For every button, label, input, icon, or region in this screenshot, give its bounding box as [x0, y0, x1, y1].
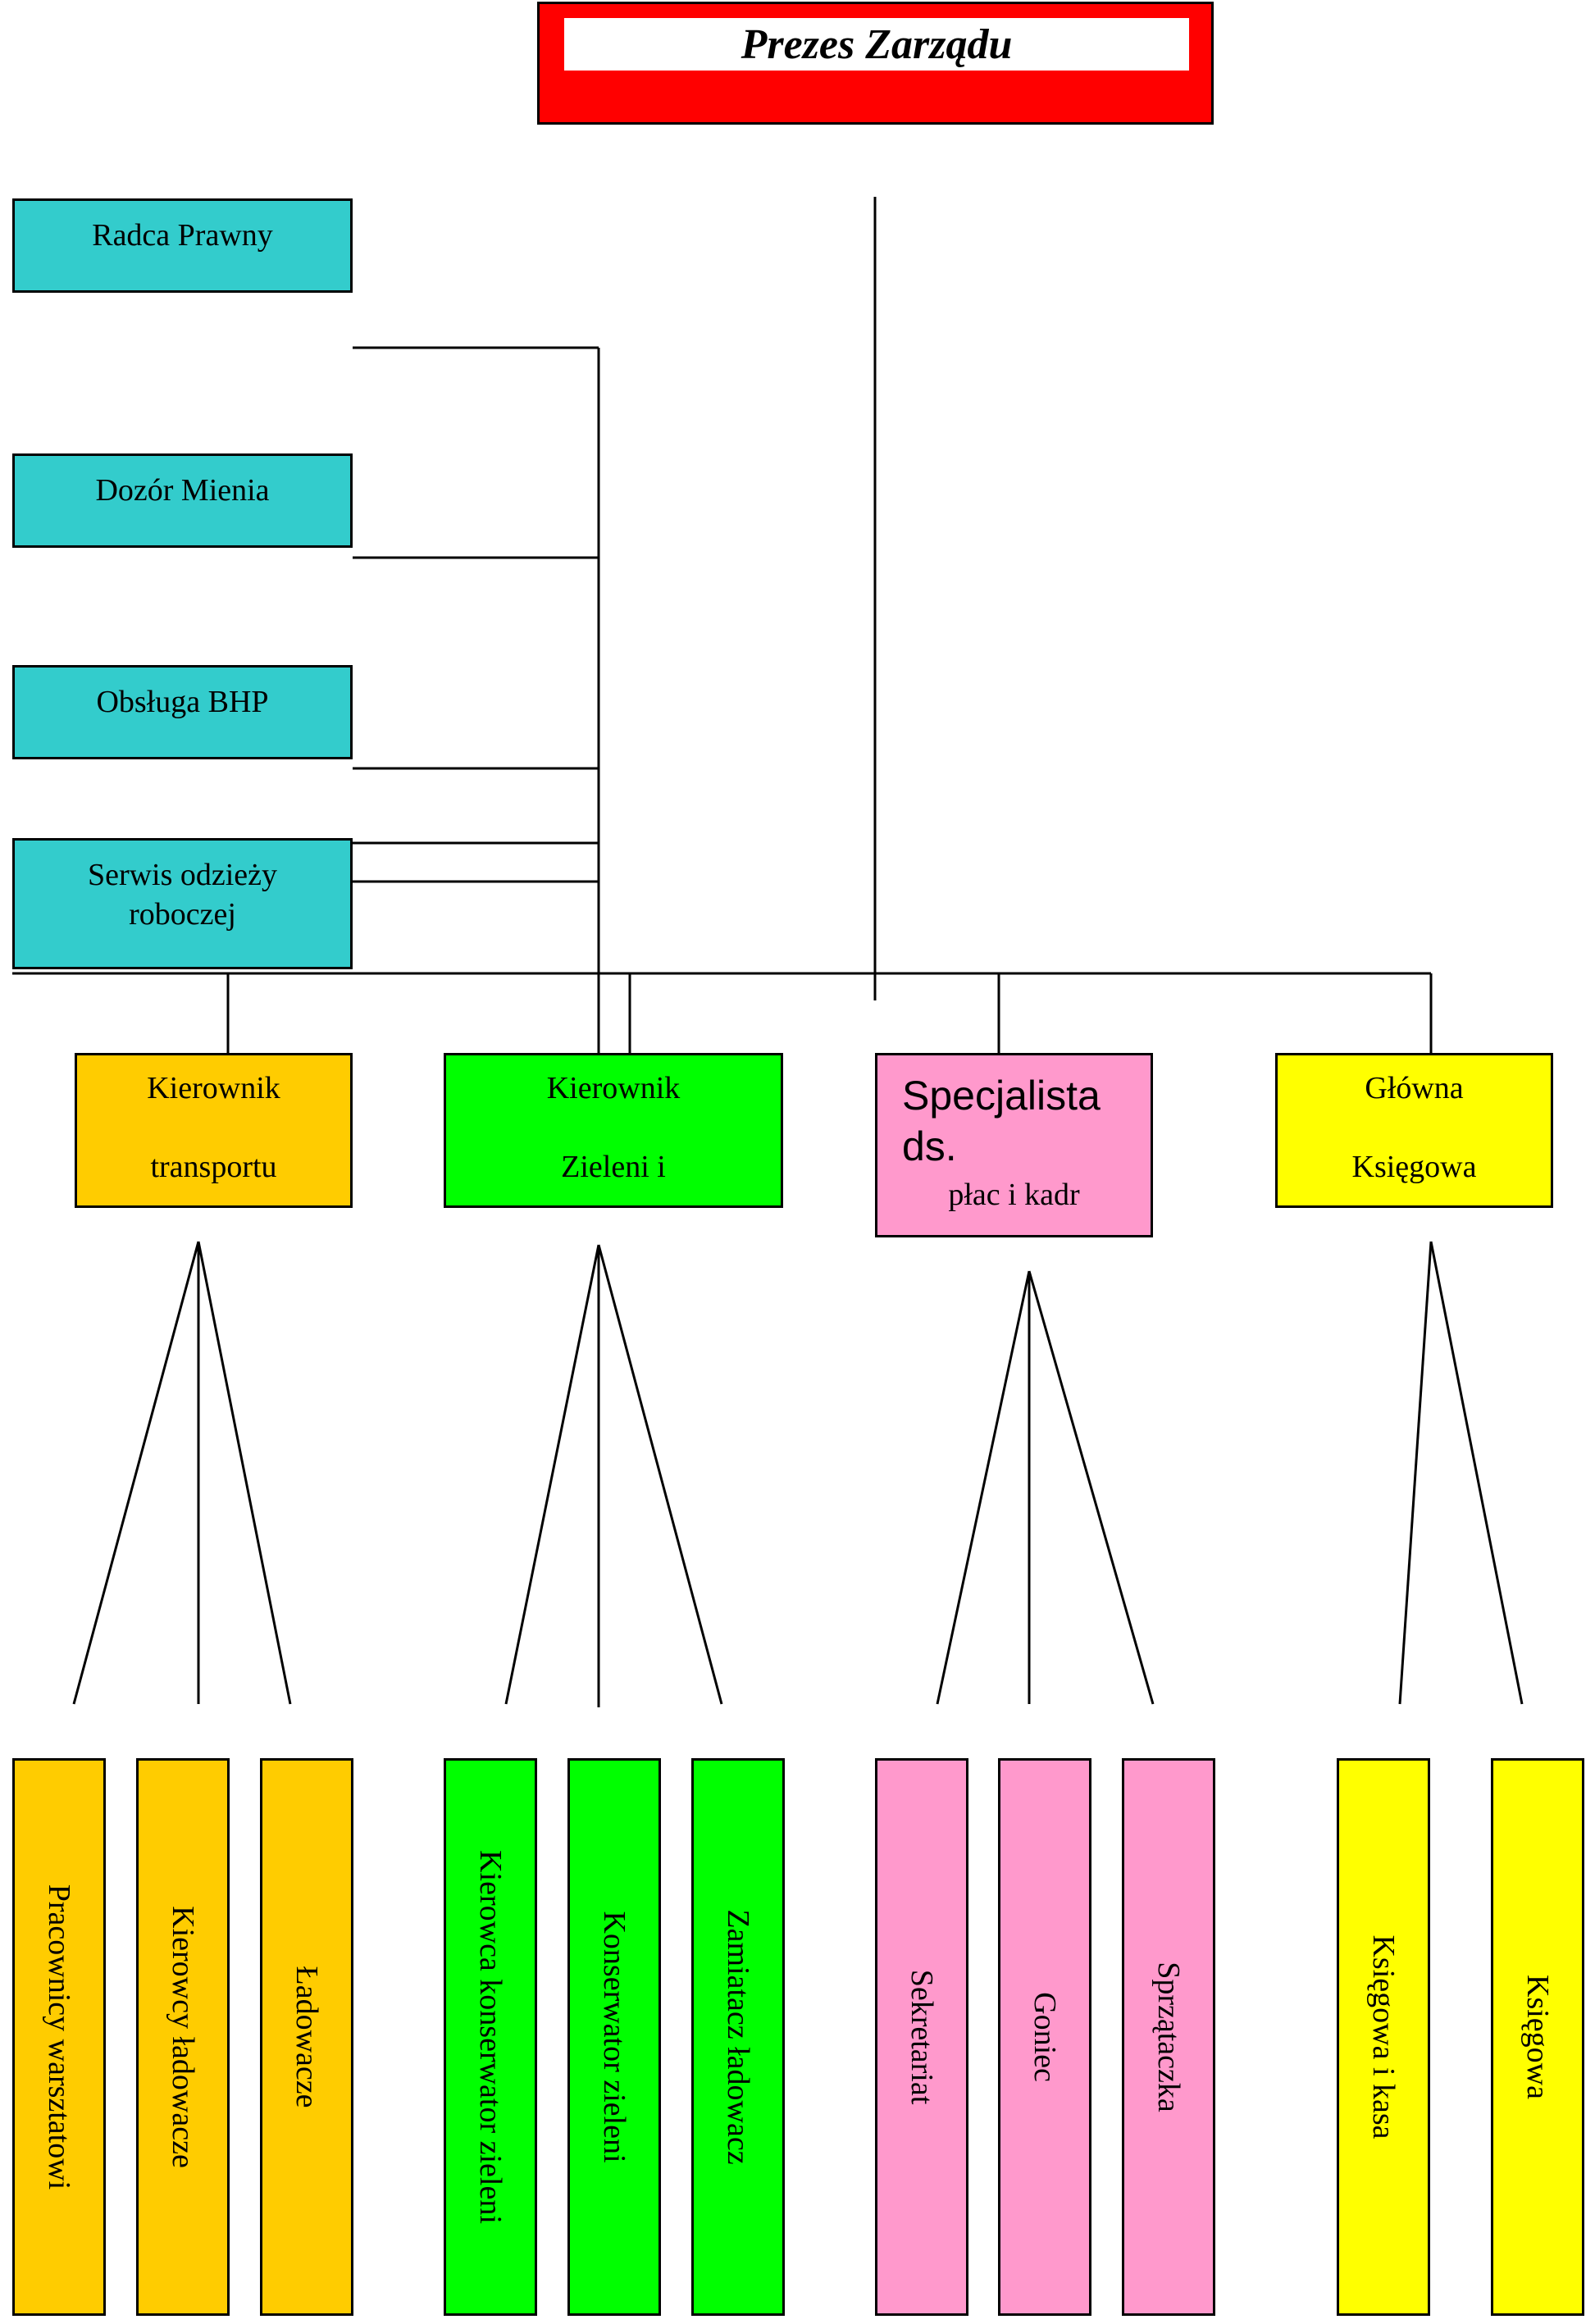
worker-label: Zamiatacz ładowacz [721, 1909, 755, 2165]
worker-box: Pracownicy warsztatowi [12, 1758, 106, 2316]
connector-line [1028, 1270, 1155, 1705]
manager-transport: Kierownik transportu [75, 1053, 353, 1208]
manager-label-main: Specjalista ds. [902, 1070, 1101, 1172]
side-unit-label: Dozór Mienia [95, 473, 270, 508]
worker-box: Ładowacze [260, 1758, 353, 2316]
worker-label: Pracownicy warsztatowi [42, 1884, 76, 2190]
worker-box: Księgowa i kasa [1337, 1758, 1430, 2316]
manager-label-line1: Kierownik [546, 1071, 681, 1105]
worker-label: Konserwator zieleni [597, 1911, 631, 2163]
manager-label-line1: Specjalista [902, 1073, 1101, 1119]
worker-label: Kierowcy ładowacze [166, 1906, 200, 2168]
manager-label-line2: transportu [150, 1150, 277, 1184]
side-unit-label: Serwis odzieży roboczej [87, 858, 278, 932]
worker-label: Sekretariat [905, 1969, 939, 2105]
manager-accounting: Główna Księgowa [1275, 1053, 1553, 1208]
connector-line [597, 1244, 723, 1705]
manager-label-line1: Główna [1365, 1071, 1464, 1105]
ceo-box: Prezes Zarządu [537, 2, 1214, 125]
connector-line [197, 1241, 292, 1705]
manager-label-line2: Zieleni i [561, 1150, 666, 1184]
worker-box: Sekretariat [875, 1758, 968, 2316]
worker-label: Sprzątaczka [1151, 1962, 1186, 2112]
manager-label-line1: Kierownik [147, 1071, 280, 1105]
side-unit-security: Dozór Mienia [12, 453, 353, 548]
side-unit-workwear: Serwis odzieży roboczej [12, 838, 353, 969]
connector-line [1429, 1241, 1524, 1705]
manager-greenery: Kierownik Zieleni i [444, 1053, 783, 1208]
worker-box: Zamiatacz ładowacz [691, 1758, 785, 2316]
worker-box: Księgowa [1491, 1758, 1584, 2316]
manager-payroll: Specjalista ds. płac i kadr [875, 1053, 1153, 1237]
worker-label: Księgowa i kasa [1366, 1934, 1401, 2139]
worker-label: Kierowca konserwator zieleni [473, 1850, 508, 2224]
side-unit-label: Obsługa BHP [96, 685, 269, 719]
connector-line [504, 1244, 600, 1705]
worker-box: Sprzątaczka [1122, 1758, 1215, 2316]
worker-box: Goniec [998, 1758, 1091, 2316]
manager-label-line3: płac i kadr [948, 1178, 1080, 1212]
manager-label-line2: Księgowa [1351, 1150, 1477, 1184]
connector-line [1398, 1241, 1433, 1705]
side-unit-label: Radca Prawny [92, 218, 273, 253]
ceo-title: Prezes Zarządu [564, 18, 1189, 71]
manager-label-line2: ds. [902, 1123, 957, 1169]
worker-label: Ładowacze [289, 1966, 324, 2108]
side-unit-legal: Radca Prawny [12, 198, 353, 293]
worker-box: Kierowca konserwator zieleni [444, 1758, 537, 2316]
worker-label: Księgowa [1520, 1975, 1555, 2099]
connector-line [72, 1241, 200, 1705]
connector-line [936, 1270, 1031, 1705]
worker-box: Kierowcy ładowacze [136, 1758, 230, 2316]
worker-box: Konserwator zieleni [567, 1758, 661, 2316]
side-unit-bhp: Obsługa BHP [12, 665, 353, 759]
worker-label: Goniec [1028, 1992, 1062, 2082]
